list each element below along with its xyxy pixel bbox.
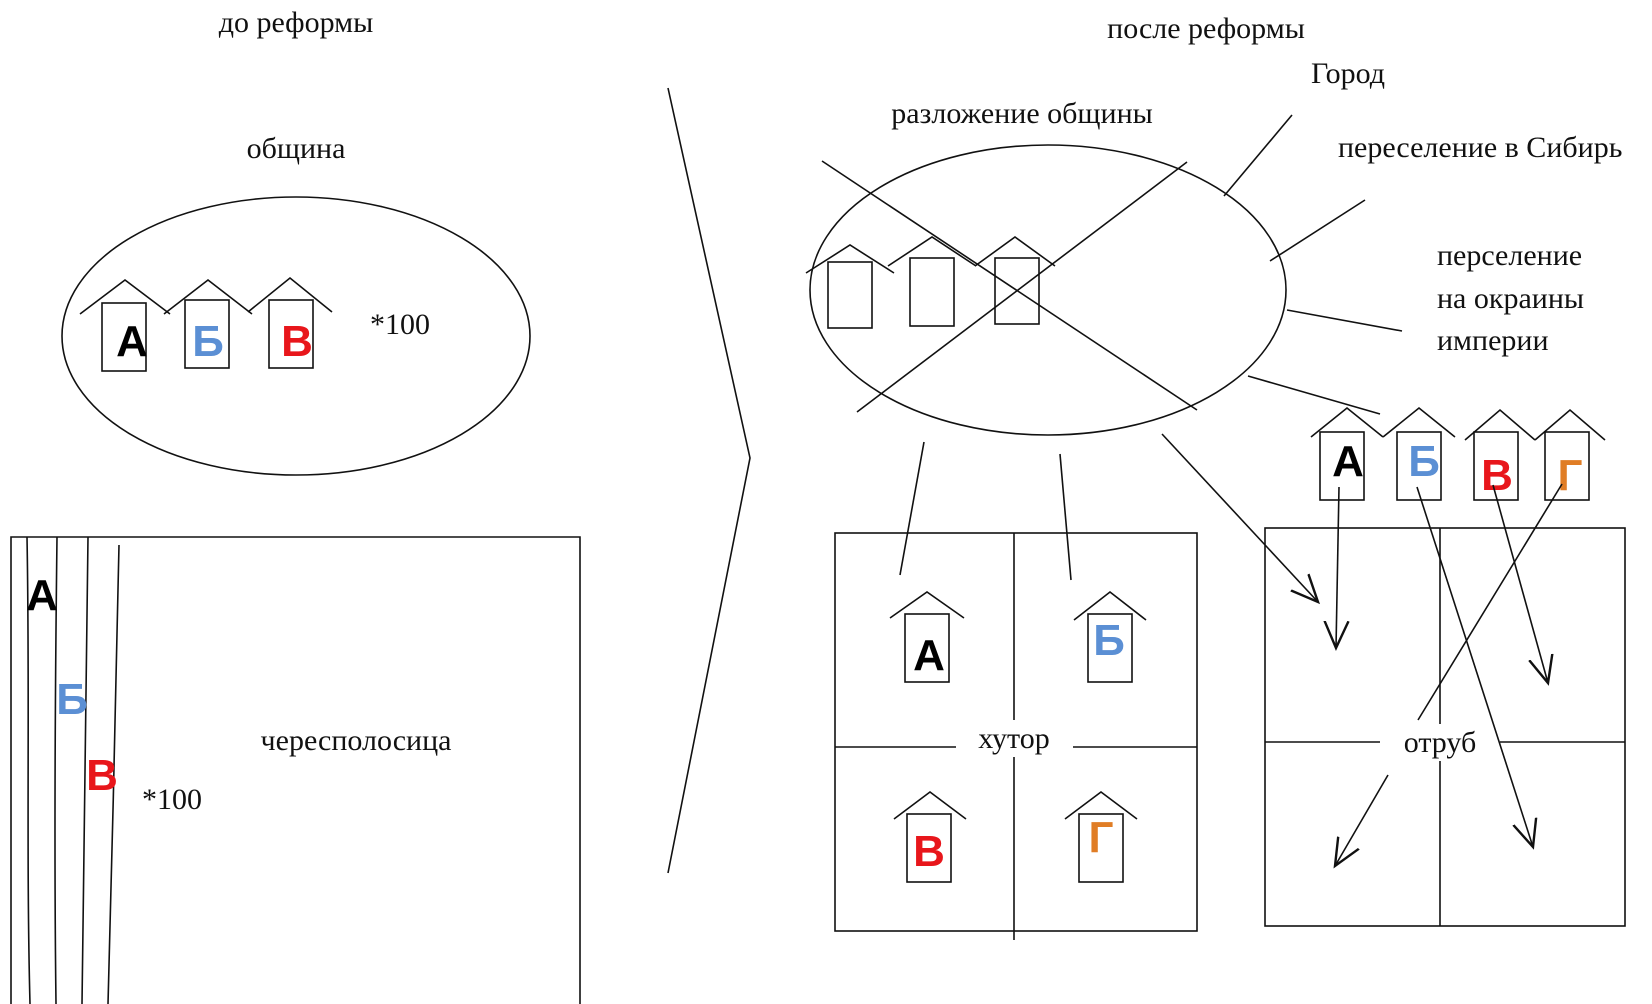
khutor-label: хутор	[978, 722, 1050, 755]
khutor-letter-v: В	[913, 827, 945, 876]
ray-to-outskirts	[1286, 309, 1403, 332]
ray-to-city	[1223, 114, 1293, 197]
strip-line-3	[81, 536, 89, 1004]
before-reform-title: до реформы	[219, 6, 374, 39]
ray-to-otrub-field	[1161, 433, 1318, 602]
otrub-letter-a: А	[1332, 437, 1364, 486]
strip-multiplier: *100	[142, 783, 202, 816]
allocation-arrow-v	[1492, 484, 1548, 683]
ray-to-siberia	[1269, 199, 1366, 262]
dissolved-commune-house-2	[887, 236, 977, 327]
commune-label: община	[247, 132, 346, 165]
strip-field-border	[10, 536, 581, 1004]
cross-out-line-2	[856, 161, 1188, 413]
transition-chevron	[667, 87, 751, 874]
strip-letter-b: Б	[56, 675, 88, 724]
allocation-arrow-g-lower	[1335, 774, 1389, 866]
commune-house-a: А	[79, 278, 171, 372]
allocation-arrow-a	[1336, 486, 1339, 648]
strip-farming-label: чересполосица	[261, 724, 452, 757]
otrub-house-g: Г	[1534, 408, 1606, 501]
khutor-house-a: А	[889, 591, 965, 683]
khutor-square	[834, 532, 1198, 932]
house-letter-a: А	[116, 317, 148, 366]
dissolved-commune-ellipse	[809, 144, 1287, 436]
khutor-house-b: Б	[1073, 590, 1147, 683]
siberia-label: переселение в Сибирь	[1338, 131, 1622, 164]
house-letter-b: Б	[192, 317, 224, 366]
cross-out-line-1	[821, 160, 1198, 411]
outskirts-label-3: империи	[1437, 324, 1549, 357]
strip-letter-a: А	[26, 571, 58, 620]
ray-to-khutor-2	[1059, 453, 1072, 581]
strip-line-2	[54, 536, 58, 1004]
khutor-letter-a: А	[913, 631, 945, 680]
khutor-label-background	[972, 720, 1056, 757]
otrub-letter-v: В	[1481, 451, 1513, 500]
commune-house-b: Б	[163, 278, 253, 369]
ray-to-khutor-1	[899, 441, 925, 576]
commune-breakup-label: разложение общины	[891, 97, 1153, 130]
commune-ellipse	[61, 196, 531, 476]
otrub-house-b: Б	[1382, 406, 1456, 501]
khutor-house-v: В	[893, 791, 967, 883]
house-letter-v: В	[281, 317, 313, 366]
outskirts-label-1: перселение	[1437, 239, 1582, 272]
city-label: Город	[1311, 57, 1385, 90]
commune-house-v: В	[247, 276, 333, 369]
khutor-letter-b: Б	[1093, 616, 1125, 665]
otrub-house-v: В	[1464, 408, 1536, 501]
otrub-letter-b: Б	[1408, 437, 1440, 486]
otrub-letter-g: Г	[1558, 451, 1583, 500]
ray-to-otrub-houses	[1247, 375, 1381, 415]
otrub-label-background	[1397, 724, 1483, 761]
outskirts-label-2: на окраины	[1437, 282, 1584, 315]
dissolved-commune-house-3	[974, 236, 1056, 325]
khutor-house-g: Г	[1064, 791, 1138, 883]
after-reform-title: после реформы	[1107, 12, 1305, 45]
strip-letter-v: В	[86, 751, 118, 800]
strip-line-1	[26, 536, 31, 1004]
khutor-letter-g: Г	[1089, 813, 1114, 862]
dissolved-commune-house-1	[805, 244, 895, 329]
strip-line-4	[107, 544, 120, 1004]
otrub-label: отруб	[1404, 726, 1477, 759]
allocation-arrow-b	[1416, 486, 1533, 847]
otrub-square	[1264, 527, 1626, 927]
allocation-arrow-g-upper	[1417, 483, 1563, 721]
commune-multiplier: *100	[370, 308, 430, 341]
otrub-house-a: А	[1310, 406, 1384, 501]
